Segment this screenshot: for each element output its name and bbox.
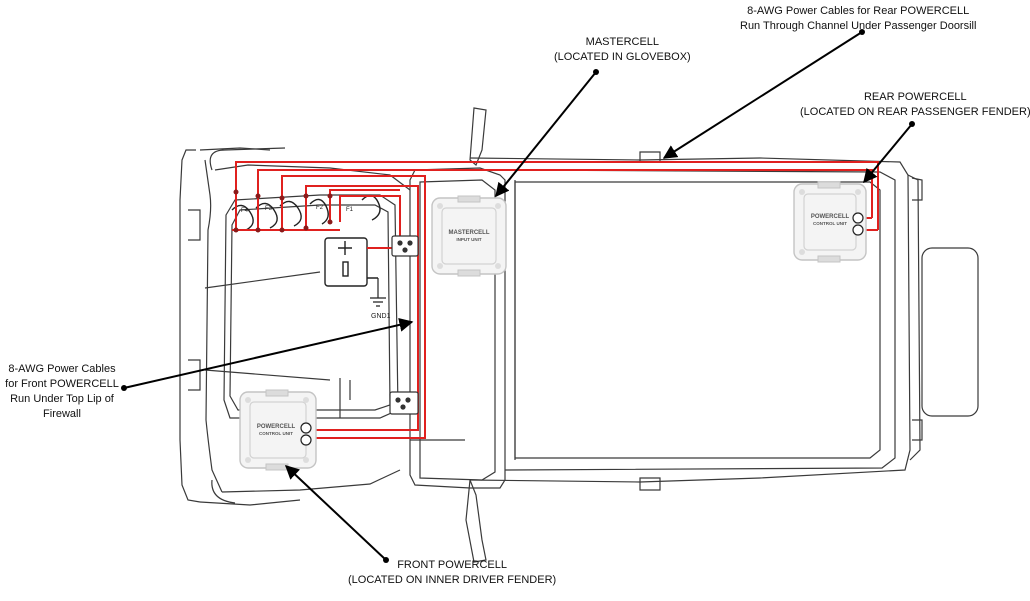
callout-dots [121, 29, 915, 563]
arrow-front-powercell [284, 465, 387, 561]
callout-mastercell: MASTERCELL (LOCATED IN GLOVEBOX) [554, 35, 691, 65]
callout-front-cables-line2: for Front POWERCELL [5, 378, 119, 390]
ground-symbol [370, 278, 386, 307]
callout-front-cables-line3: Run Under Top Lip of [10, 393, 114, 405]
callout-front-cables-line1: 8-AWG Power Cables [8, 363, 116, 375]
callout-rear-powercell-line2: (LOCATED ON REAR PASSENGER FENDER) [800, 106, 1030, 118]
junction-block-upper [391, 235, 419, 257]
arrow-mastercell [495, 71, 597, 198]
callout-front-cables-line4: Firewall [43, 408, 81, 420]
mastercell-unit: MASTERCELL INPUT UNIT [431, 195, 507, 277]
callout-mastercell-line1: MASTERCELL [585, 36, 660, 48]
callout-rear-cables-line2: Run Through Channel Under Passenger Door… [740, 20, 977, 32]
junction-block-lower [389, 391, 419, 415]
fuse-label-f1: F1 [346, 207, 354, 213]
callout-front-powercell: FRONT POWERCELL (LOCATED ON INNER DRIVER… [348, 558, 556, 588]
arrow-rear-cables [662, 31, 863, 159]
callout-rear-powercell: REAR POWERCELL (LOCATED ON REAR PASSENGE… [800, 90, 1030, 120]
rear-powercell-brand: POWERCELL [811, 214, 850, 220]
front-powercell-brand: POWERCELL [257, 424, 296, 430]
fuse-label-f2: F2 [316, 205, 324, 211]
callout-rear-cables-line1: 8-AWG Power Cables for Rear POWERCELL [747, 5, 970, 17]
callout-rear-cables: 8-AWG Power Cables for Rear POWERCELL Ru… [740, 4, 976, 34]
fuse-label-f3: F3 [265, 206, 273, 212]
callout-rear-powercell-line1: REAR POWERCELL [863, 91, 967, 103]
arrow-front-cables [123, 317, 414, 389]
front-powercell-sub: CONTROL UNIT [259, 431, 293, 436]
callout-mastercell-line2: (LOCATED IN GLOVEBOX) [554, 51, 691, 63]
fuse-label-f4: F4 [241, 208, 249, 214]
ground-label: GND1 [371, 313, 391, 320]
arrow-rear-powercell [863, 123, 913, 184]
front-powercell-unit: POWERCELL CONTROL UNIT [239, 389, 317, 471]
power-cables [232, 161, 879, 439]
rear-powercell-sub: CONTROL UNIT [813, 221, 847, 226]
rear-powercell-unit: POWERCELL CONTROL UNIT [793, 181, 867, 263]
callout-front-powercell-line2: (LOCATED ON INNER DRIVER FENDER) [348, 574, 557, 586]
terminal-dots [233, 189, 333, 233]
callout-arrows [123, 31, 913, 561]
callout-front-powercell-line1: FRONT POWERCELL [397, 559, 507, 571]
callout-front-cables: 8-AWG Power Cables for Front POWERCELL R… [2, 362, 122, 422]
mastercell-sub: INPUT UNIT [456, 237, 482, 242]
mastercell-brand: MASTERCELL [449, 230, 490, 236]
battery [324, 237, 378, 287]
